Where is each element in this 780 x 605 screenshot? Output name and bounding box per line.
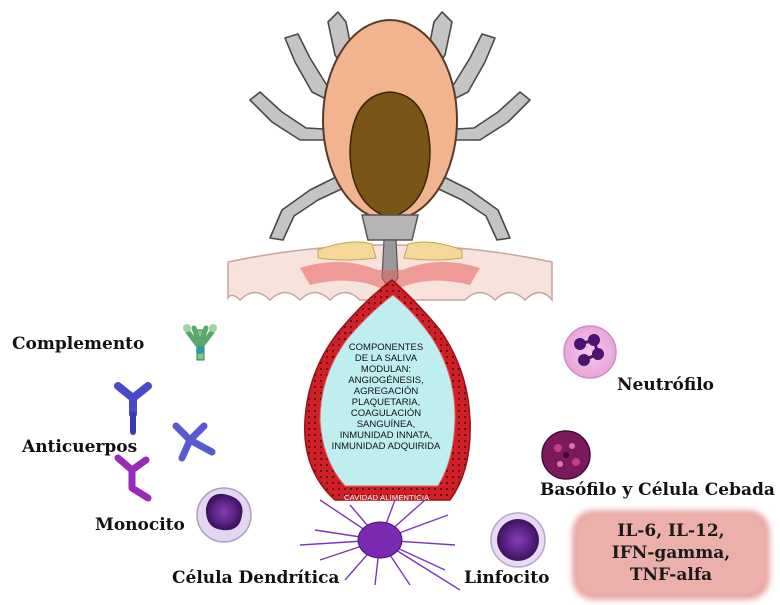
anticuerpo-icon xyxy=(176,426,212,458)
label-celula-dendritica: Célula Dendrítica xyxy=(172,568,339,588)
anticuerpo-icon xyxy=(118,386,148,432)
basofilo-cell-icon xyxy=(542,431,590,479)
cavity-label: CAVIDAD ALIMENTICIA xyxy=(344,493,429,502)
label-anticuerpos: Anticuerpos xyxy=(22,437,137,457)
linfocito-cell-icon xyxy=(491,513,545,567)
cytokine-text: IL-6, IL-12, IFN-gamma, TNF-alfa xyxy=(580,520,762,586)
label-monocito: Monocito xyxy=(95,515,185,535)
complemento-icon xyxy=(183,324,217,360)
label-neutrofilo: Neutrófilo xyxy=(617,375,714,395)
tick-body xyxy=(323,20,457,220)
label-basofilo: Basófilo y Célula Cebada xyxy=(540,480,775,500)
neutrofilo-cell-icon xyxy=(564,326,616,378)
label-linfocito: Linfocito xyxy=(464,568,549,588)
anticuerpo-icon xyxy=(118,458,148,498)
saliva-components-text: COMPONENTES DE LA SALIVA MODULAN: ANGIOG… xyxy=(330,342,442,452)
monocito-cell-icon xyxy=(197,488,251,542)
label-complemento: Complemento xyxy=(12,334,144,354)
